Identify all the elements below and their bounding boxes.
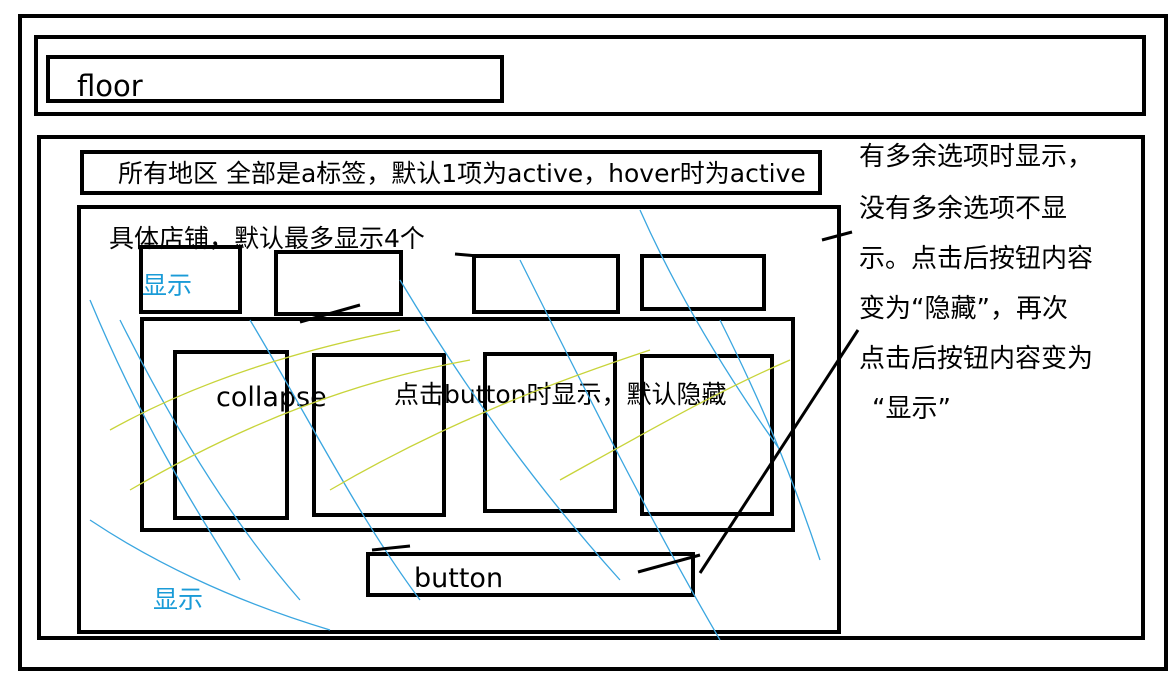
annotation-line-2: 没有多余选项不显 bbox=[859, 194, 1068, 224]
yellow-hatch-strokes bbox=[109, 329, 791, 491]
annotation-line-5: 点击后按钮内容变为 bbox=[859, 344, 1094, 374]
blue-hatch-strokes bbox=[89, 209, 821, 641]
toggle-button[interactable] bbox=[366, 552, 695, 597]
annotation-line-6: “显示” bbox=[872, 394, 951, 424]
annotation-line-3: 示。点击后按钮内容 bbox=[859, 244, 1094, 274]
toggle-button-label: button bbox=[414, 563, 504, 594]
body-container bbox=[37, 135, 1145, 640]
collapse-panel bbox=[140, 317, 795, 532]
shop-item-1[interactable] bbox=[139, 245, 242, 314]
collapse-note: 点击button时显示，默认隐藏 bbox=[394, 380, 727, 409]
collapse-item-2[interactable] bbox=[312, 353, 446, 517]
filter-bar[interactable] bbox=[80, 150, 822, 195]
shops-panel bbox=[77, 205, 841, 634]
header-container bbox=[34, 35, 1146, 116]
shop-item-2[interactable] bbox=[274, 250, 403, 316]
black-marker-strokes bbox=[299, 230, 860, 574]
page-frame bbox=[18, 14, 1168, 671]
shop-item-4[interactable] bbox=[640, 254, 766, 311]
annotation-line-4: 变为“隐藏”，再次 bbox=[859, 294, 1068, 324]
bottom-show-label: 显示 bbox=[153, 585, 204, 614]
collapse-label: collapse bbox=[216, 382, 327, 413]
shop-show-label: 显示 bbox=[142, 271, 193, 300]
filter-bar-label: 所有地区 全部是a标签，默认1项为active，hover时为active bbox=[118, 159, 806, 188]
annotation-line-1: 有多余选项时显示， bbox=[859, 142, 1094, 172]
floor-box bbox=[46, 55, 504, 103]
collapse-item-1[interactable] bbox=[173, 350, 289, 520]
floor-label: floor bbox=[77, 69, 143, 103]
collapse-item-3[interactable] bbox=[483, 352, 617, 513]
